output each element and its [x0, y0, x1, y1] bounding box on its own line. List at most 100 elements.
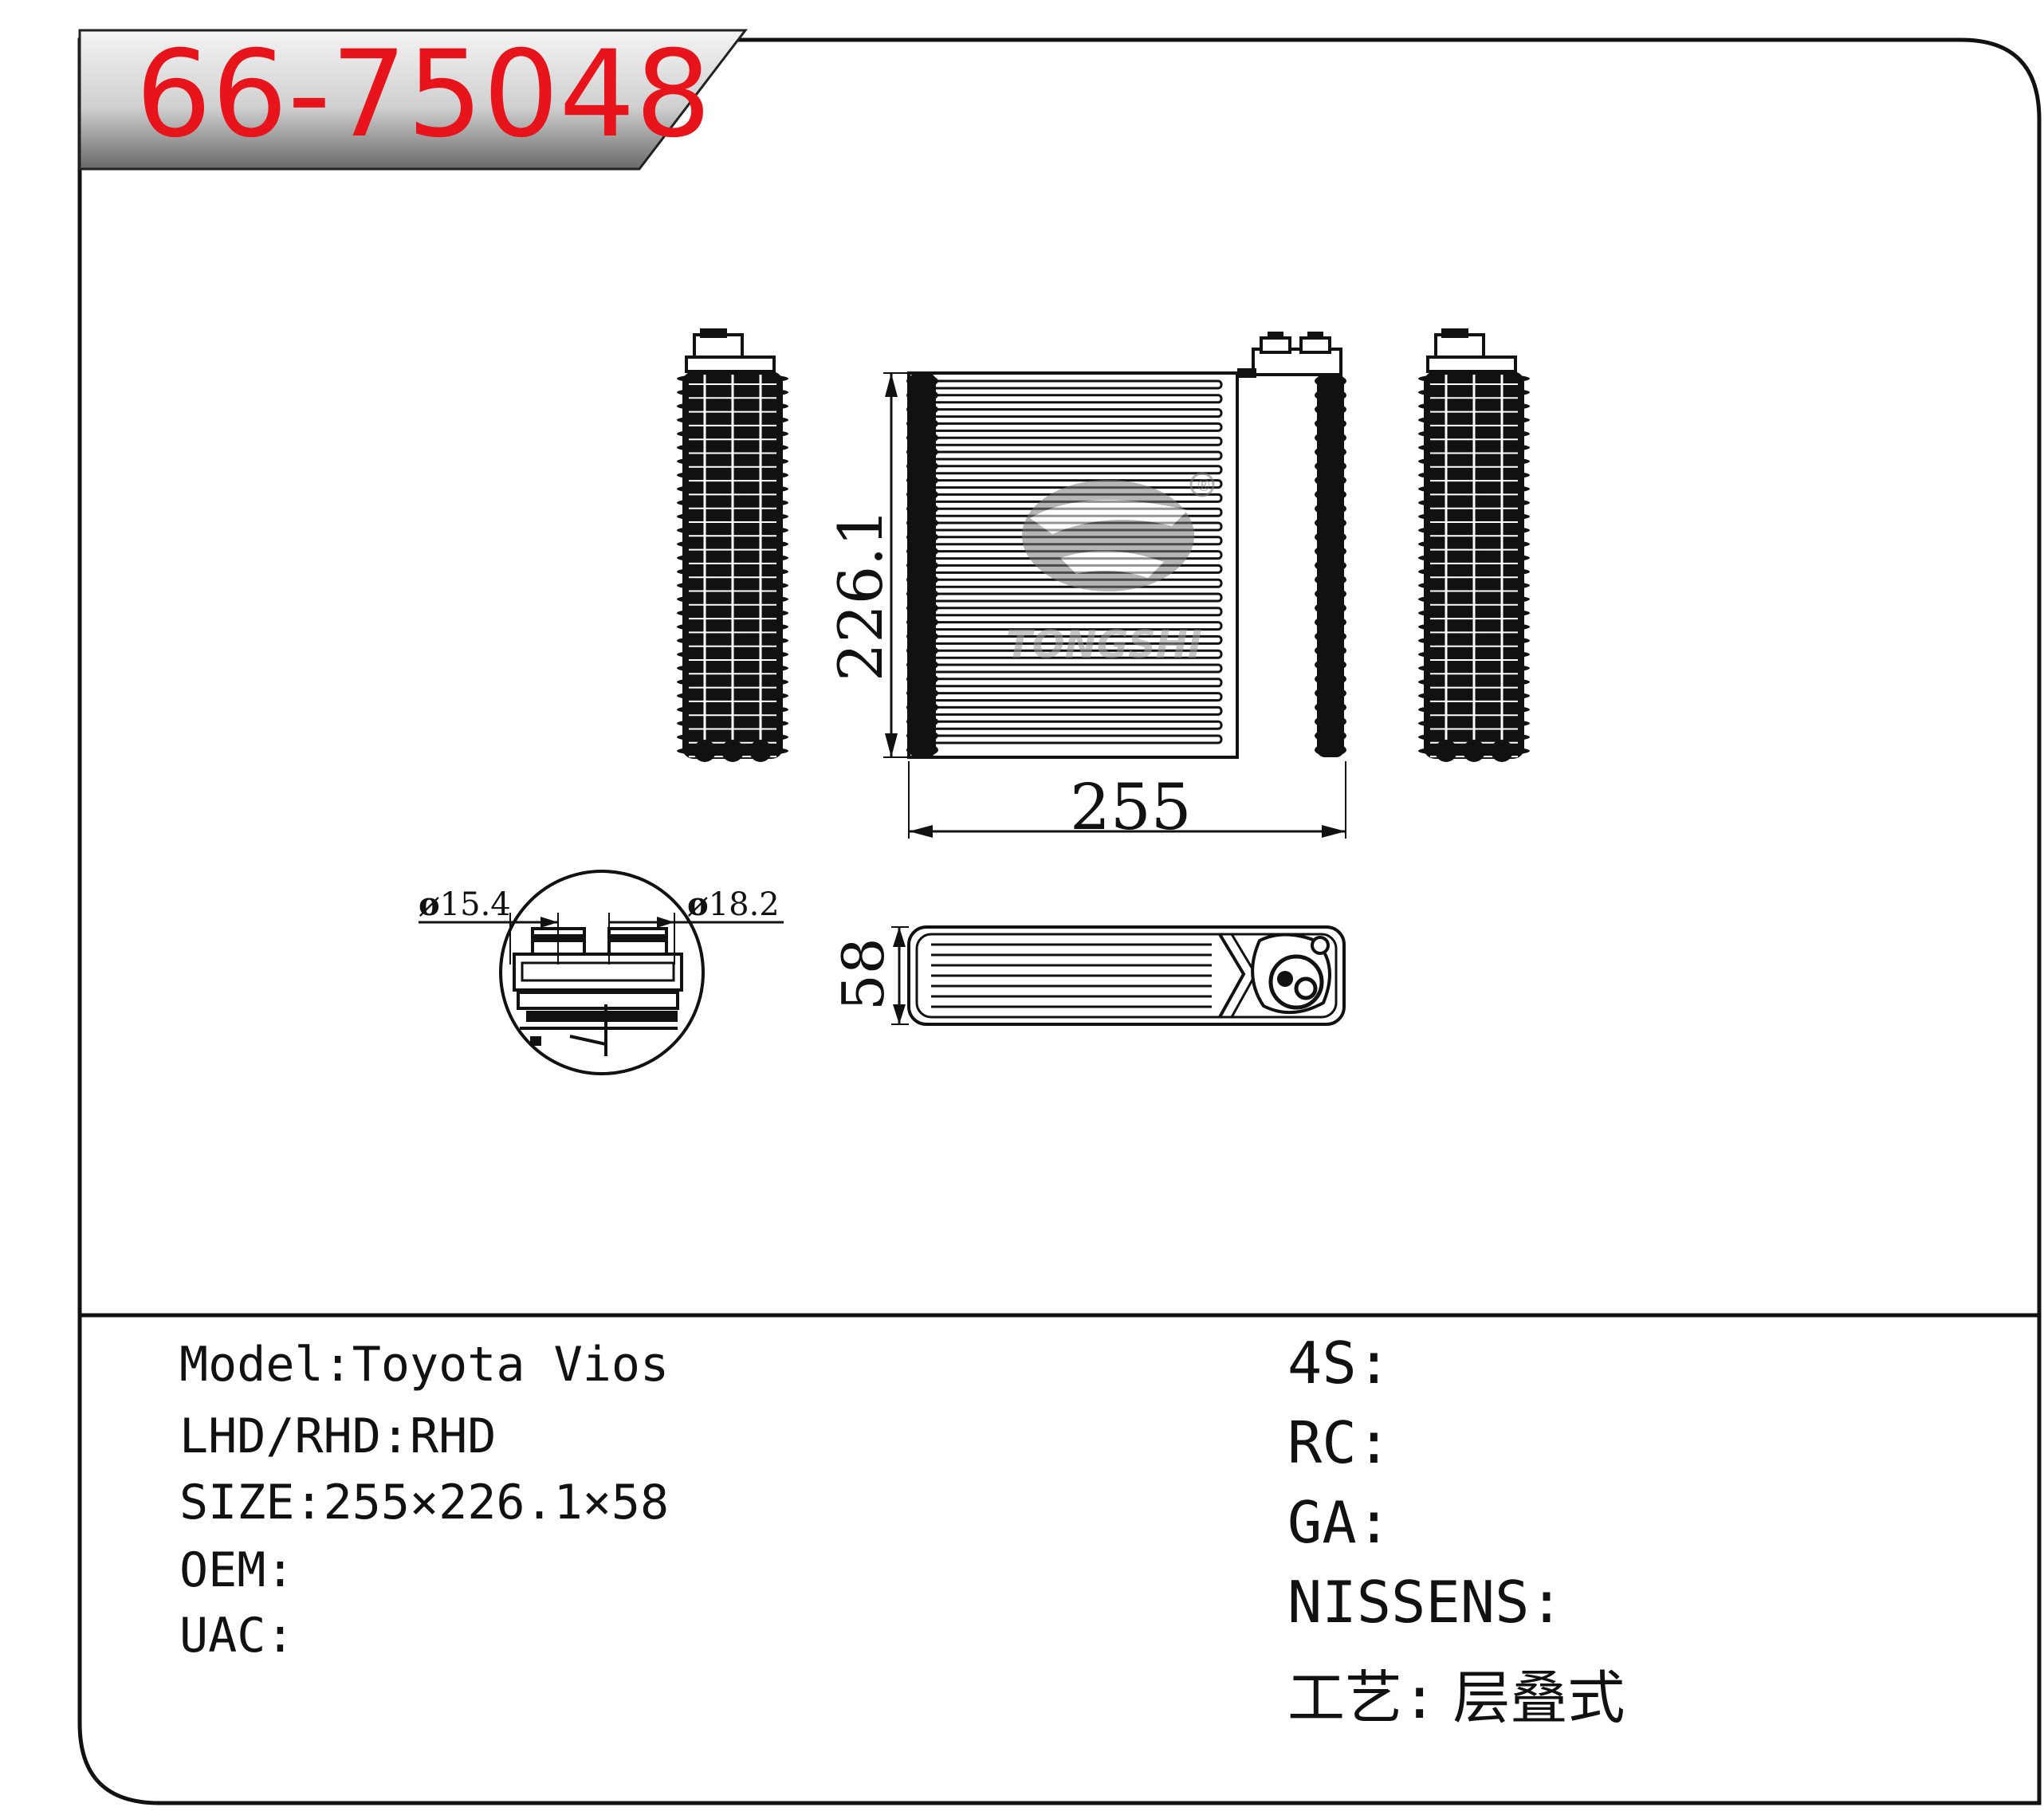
spec-lhd-rhd: LHD/RHD:RHD — [179, 1408, 496, 1464]
part-number: 66-75048 — [136, 26, 711, 164]
spec-model-label: Model: — [179, 1337, 352, 1393]
tank-bump — [906, 403, 938, 416]
tank-bump — [906, 502, 938, 516]
tank-bump — [906, 743, 938, 756]
tank-bump — [1315, 431, 1346, 445]
spec-size-label: SIZE: — [179, 1475, 324, 1530]
spec-model: Model:Toyota Vios — [179, 1337, 669, 1393]
core-tube — [923, 450, 1223, 461]
spec-ga: GA: — [1287, 1489, 1391, 1556]
tank-bump — [1315, 544, 1346, 558]
refrigerant-passes — [931, 943, 1212, 1008]
side-fitting-cap — [700, 328, 727, 338]
diameter-symbol: ø — [419, 886, 440, 923]
tank-bump — [1315, 601, 1346, 615]
core-tube — [923, 692, 1223, 702]
pipe-detail: ø15.4 ø18.2 — [419, 870, 784, 1075]
tank-bump — [1315, 530, 1346, 544]
registered-mark: ® — [1196, 476, 1212, 495]
tank-bump — [1315, 517, 1346, 529]
tank-bump — [906, 701, 938, 714]
core-tube — [923, 720, 1223, 730]
tank-bump — [906, 375, 938, 387]
spec-process-label: 工艺: — [1287, 1664, 1437, 1731]
tank-bump — [1315, 715, 1346, 729]
tank-bump — [1315, 630, 1346, 643]
bottom-view — [907, 925, 1346, 1026]
tank-bump — [906, 587, 938, 600]
height-dimension: 226.1 — [825, 372, 910, 758]
tank-bump — [906, 615, 938, 629]
pipe-small-dimension: ø15.4 — [419, 886, 511, 923]
core-tube — [923, 422, 1223, 432]
tank-bump — [906, 488, 938, 501]
spec-process: 工艺:层叠式 — [1287, 1664, 1625, 1731]
tank-bump — [1315, 573, 1346, 587]
core-tube — [923, 379, 1223, 390]
brand-watermark: TONGSHI ® — [1006, 472, 1215, 667]
tank-bump — [1315, 587, 1346, 600]
spec-4s-label: 4S: — [1287, 1330, 1391, 1397]
core-tube — [923, 394, 1223, 404]
spec-uac-label: UAC: — [179, 1608, 295, 1664]
spec-nissens: NISSENS: — [1287, 1569, 1564, 1636]
tank-bump — [1315, 559, 1346, 572]
tank-bump — [906, 658, 938, 671]
side-view-right — [1418, 328, 1530, 762]
spec-process-value: 层叠式 — [1452, 1664, 1625, 1731]
core-tube — [923, 592, 1223, 603]
tank-bump — [906, 530, 938, 544]
core-tube — [923, 734, 1223, 744]
specs-left: Model:Toyota Vios LHD/RHD:RHD SIZE:255×2… — [179, 1337, 669, 1664]
pipe-large-value: 18.2 — [709, 886, 780, 923]
side-bottom-lobe — [1491, 740, 1513, 762]
tank-bump — [1315, 615, 1346, 629]
tank-bump — [1315, 403, 1346, 416]
side-bottom-lobe — [721, 740, 744, 762]
top-fittings — [1237, 332, 1342, 378]
tank-bump — [1315, 488, 1346, 501]
tank-bump — [906, 417, 938, 430]
tank-bump — [1315, 446, 1346, 458]
tank-bump — [1315, 701, 1346, 714]
spec-size-value: 255×226.1×58 — [324, 1475, 669, 1530]
sheet-frame — [77, 37, 2042, 1805]
tank-bump — [906, 715, 938, 729]
right-tank — [1315, 373, 1346, 757]
watermark-text: TONGSHI — [1006, 623, 1202, 667]
tank-bump — [1315, 686, 1346, 700]
side-bottom-lobe — [1435, 740, 1457, 762]
core-tube — [923, 408, 1223, 418]
core-tube — [923, 436, 1223, 446]
pipe-small-value: 15.4 — [440, 886, 511, 923]
spec-ga-label: GA: — [1287, 1489, 1391, 1556]
tank-bump — [906, 544, 938, 558]
tank-bump — [906, 446, 938, 458]
spec-4s: 4S: — [1287, 1330, 1391, 1397]
tank-bump — [906, 672, 938, 686]
tank-bump — [906, 388, 938, 402]
part-number-tab: 66-75048 — [78, 26, 749, 171]
spec-oem-label: OEM: — [179, 1542, 295, 1598]
tank-bump — [906, 573, 938, 587]
side-bottom-lobe — [694, 740, 716, 762]
tank-bump — [1315, 459, 1346, 473]
spec-nissens-label: NISSENS: — [1287, 1569, 1564, 1636]
side-fitting-cap — [1441, 328, 1468, 338]
tank-bump — [1315, 729, 1346, 742]
depth-value: 58 — [830, 937, 897, 1011]
tank-bump — [1315, 417, 1346, 430]
tank-bump — [906, 459, 938, 473]
tank-bump — [1315, 375, 1346, 387]
height-value: 226.1 — [825, 508, 896, 682]
core-tube — [923, 678, 1223, 688]
tank-bump — [906, 431, 938, 445]
core-tube — [923, 465, 1223, 475]
depth-dimension: 58 — [830, 926, 909, 1025]
spec-lhd-rhd-value: RHD — [410, 1408, 496, 1464]
pipe-large-dimension: ø18.2 — [687, 886, 780, 923]
spec-rc-label: RC: — [1287, 1409, 1391, 1476]
tank-bump — [1315, 743, 1346, 756]
tank-bump — [906, 601, 938, 615]
spec-size: SIZE:255×226.1×58 — [179, 1475, 669, 1530]
